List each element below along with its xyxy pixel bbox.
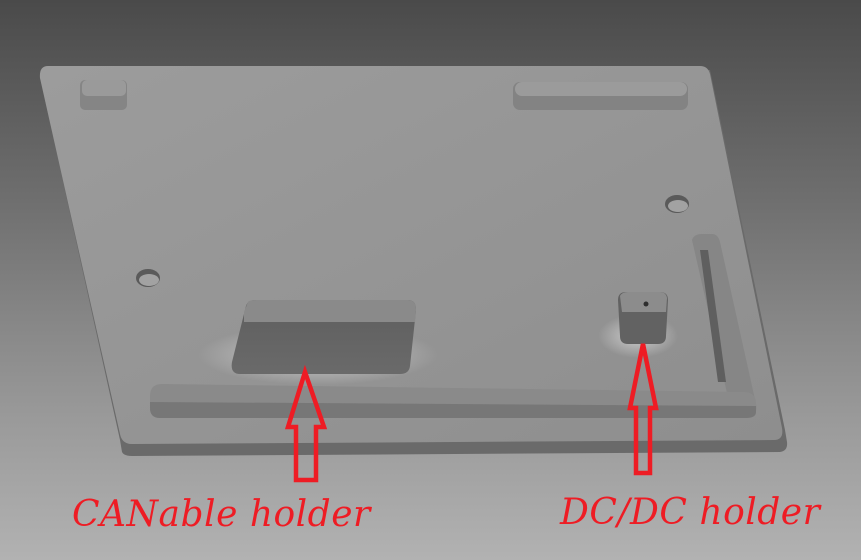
canable-holder-label: CANable holder <box>72 494 371 535</box>
canable-arrow <box>284 364 328 483</box>
mounting-hole-right-inner <box>668 200 688 212</box>
right-slot-groove <box>700 250 726 382</box>
top-right-rail-top <box>515 82 687 96</box>
top-left-boss-top <box>82 80 126 96</box>
bottom-lip-rail-face <box>150 402 756 418</box>
dcdc-arrow <box>627 343 659 476</box>
dcdc-holder-top <box>620 292 667 312</box>
mounting-hole-left-inner <box>139 274 159 286</box>
dcdc-holder-label: DC/DC holder <box>560 492 821 533</box>
dcdc-holder-pin-hole <box>643 301 649 307</box>
plate-top-surface <box>39 66 783 444</box>
canable-holder-top <box>244 300 416 322</box>
